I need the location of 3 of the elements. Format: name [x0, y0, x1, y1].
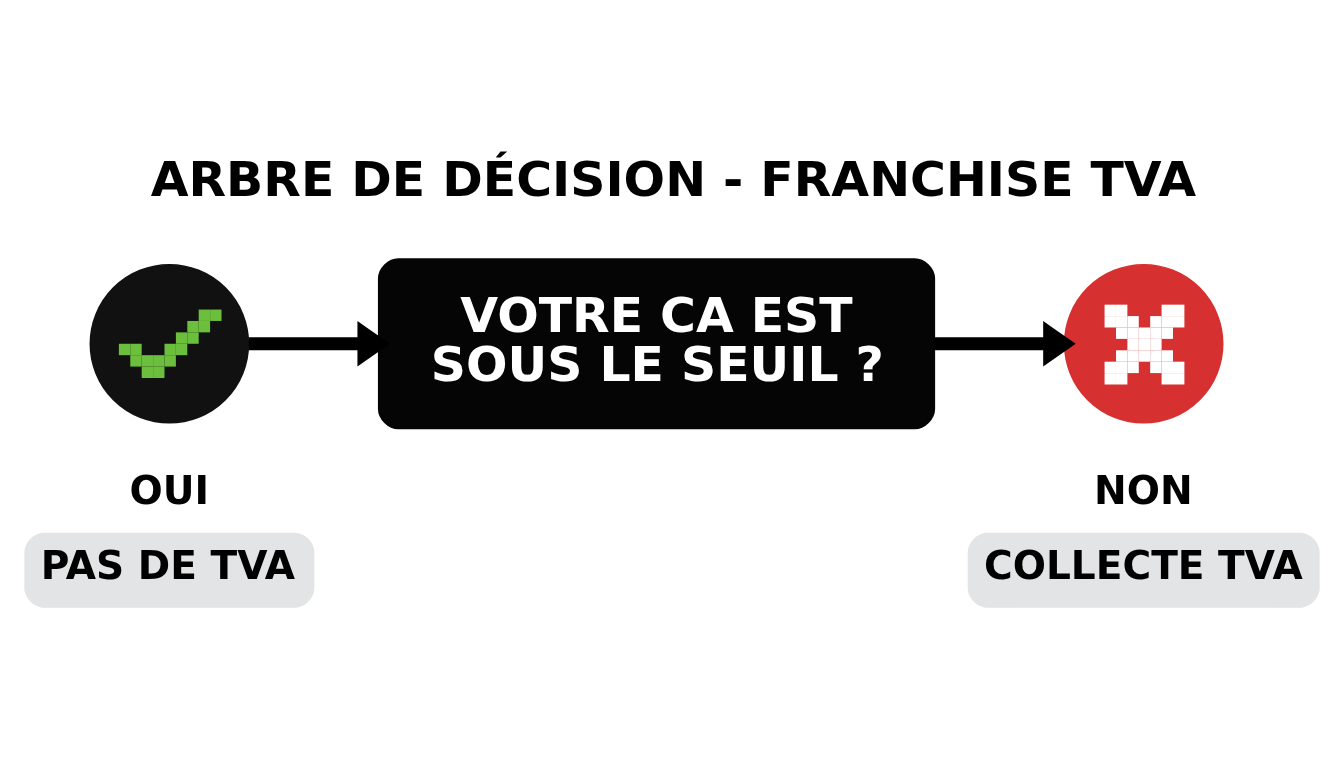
- node-label: OUI: [129, 467, 209, 513]
- node-label: NON: [1093, 467, 1193, 513]
- diagram-title: ARBRE DE DÉCISION - FRANCHISE TVA: [150, 150, 1197, 208]
